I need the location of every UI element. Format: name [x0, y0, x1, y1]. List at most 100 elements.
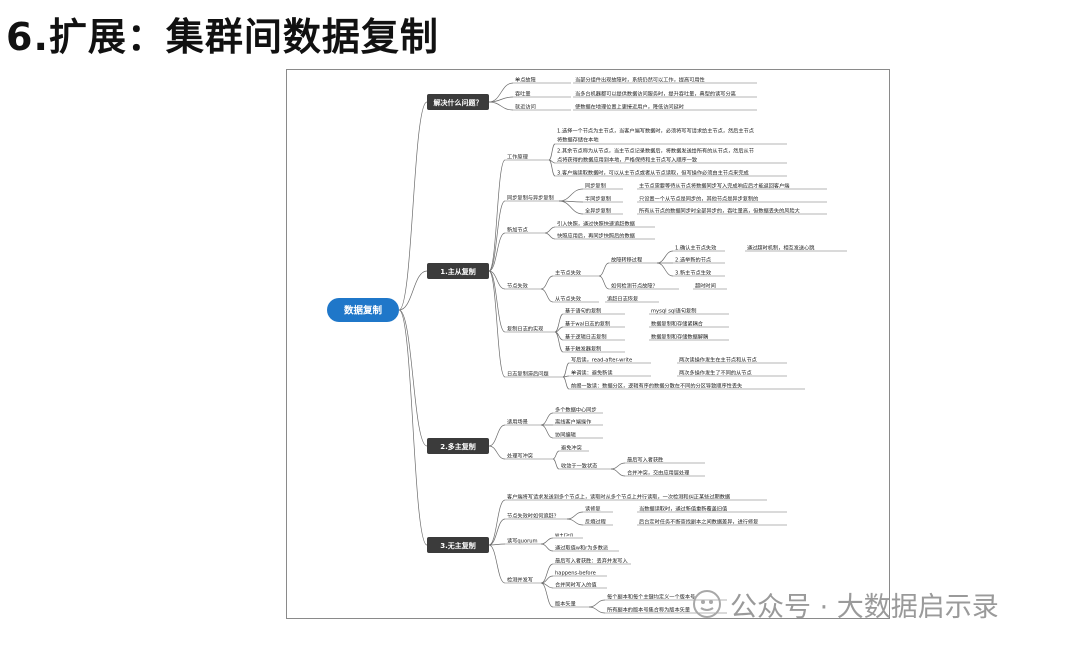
problem-label: 吞吐量 — [515, 90, 531, 98]
connector-line — [554, 313, 564, 333]
principle-text: 2.其余节点称为从节点，当主节点记录数据后，将数据发送给所有的从节点，然后从节 — [557, 147, 754, 155]
branch-node — [427, 537, 489, 553]
connector-line — [544, 232, 556, 240]
connector-line — [540, 582, 554, 589]
sync-mode-label: 同步复制 — [585, 182, 606, 190]
connector-line — [540, 288, 554, 303]
failure-type-label: 从节点失效 — [555, 295, 582, 303]
repair-detail: 当数据读取时，通过新值重新覆盖旧值 — [639, 505, 727, 513]
connector-line — [552, 458, 560, 470]
subtopic-label: 新加节点 — [507, 226, 528, 234]
connector-line — [540, 275, 554, 290]
lag-issue-label: 写后读，read-after-write — [571, 356, 632, 364]
connector-line — [540, 582, 554, 608]
connector-line — [488, 544, 506, 584]
scenario-label: 多个数据中心同步 — [555, 406, 597, 414]
connector-line — [548, 143, 556, 161]
connector-line — [540, 424, 554, 439]
failover-step: 1.确认主节点失效 — [675, 244, 717, 252]
connector-line — [488, 499, 506, 546]
connector-line — [488, 270, 506, 290]
scenario-label: 离线客户端操作 — [555, 418, 591, 426]
problem-label: 就近访问 — [515, 103, 536, 111]
mindmap-diagram: 数据复制解决什么问题？1.主从复制2.多主复制3.无主复制单点故障当部分组件出现… — [327, 76, 847, 614]
connector-line — [610, 462, 626, 470]
problem-detail: 当多台机器都可以提供数据访问服务时，提升吞吐量，典型的读写分离 — [575, 90, 736, 98]
watermark: 公众号 · 大数据启示录 — [692, 584, 999, 624]
branch-node — [427, 438, 489, 454]
subtopic-label: 检测并发写 — [507, 576, 533, 584]
problem-detail: 当部分组件出现故障时，系统仍然可以工作，提高可用性 — [575, 76, 705, 84]
repair-detail: 后台定时任务不断查找副本之间数据差异，进行修复 — [639, 518, 758, 526]
subtopic-label: 适用场景 — [507, 418, 528, 426]
quorum-label: w+r>n — [555, 533, 573, 539]
sync-mode-detail: 所有从节点的数据同步时全部异步的，吞吐量高，但数据丢失的风险大 — [639, 207, 800, 215]
connector-line — [548, 159, 556, 177]
connector-line — [598, 275, 610, 290]
branch-node — [427, 263, 489, 279]
conflict-label: 收敛于一致状态 — [561, 462, 597, 470]
connector-line — [558, 188, 584, 202]
subtopic-label: 复制日志的实现 — [507, 325, 543, 333]
connector-line — [656, 250, 674, 264]
lag-issue-label: 前缀一致读：数据分区，逻辑有序的数据分散在不同的分区导致顺序性丢失 — [571, 382, 743, 390]
converge-label: 最后写入者获胜 — [627, 456, 663, 464]
lag-issue-label: 单调读：避免新读 — [571, 369, 613, 377]
sync-mode-detail: 主节点需要等待从节点将数据同步写入完成响应后才能返回客户端 — [639, 182, 789, 190]
connector-line — [488, 200, 506, 272]
connector-line — [488, 82, 514, 103]
connector-line — [540, 537, 554, 545]
log-impl-label: 基于逻辑日志复制 — [565, 333, 607, 341]
failover-label: 故障转移过程 — [611, 256, 642, 264]
failover-step: 3.新主节点生效 — [675, 269, 712, 277]
branch-node-label: 解决什么问题？ — [434, 98, 483, 107]
subtopic-label: 节点失效时如何追赶？ — [507, 512, 559, 520]
sync-mode-label: 全异步复制 — [585, 207, 611, 215]
root-node-label: 数据复制 — [343, 305, 383, 317]
connector-line — [488, 232, 506, 272]
concurrent-write-label: happens-before — [555, 571, 596, 577]
wechat-icon — [693, 590, 721, 618]
connector-line — [588, 599, 606, 608]
failure-type-label: 主节点失效 — [555, 269, 582, 277]
branch-node — [427, 94, 489, 110]
page-title: 6.扩展：集群间数据复制 — [6, 15, 439, 59]
root-connector — [398, 309, 428, 447]
connector-line — [558, 200, 584, 215]
lag-issue-detail: 两次读操作发生在主节点和从节点 — [679, 356, 757, 364]
connector-line — [488, 518, 506, 546]
detect-failure-label: 如何检测节点故障？ — [611, 282, 658, 290]
log-impl-detail: 数据复制和存储数据解耦 — [651, 333, 708, 341]
root-connector — [398, 101, 428, 311]
new-node-step: 快照应用后，再同步快照后的数据 — [557, 232, 635, 240]
repair-label: 反熵过程 — [585, 518, 606, 526]
connector-line — [488, 101, 514, 111]
connector-line — [488, 543, 506, 546]
subtopic-label: 日志复制滞后问题 — [507, 370, 549, 378]
quorum-label: 通过取值w和r为多数派 — [555, 544, 609, 552]
scenario-label: 协同编辑 — [555, 431, 576, 439]
connector-line — [488, 159, 506, 272]
log-impl-detail: 数据复制和存储紧耦合 — [651, 320, 704, 328]
connector-line — [562, 362, 570, 378]
lag-issue-detail: 两次多操作发生了不同的从节点 — [679, 369, 752, 377]
sync-mode-label: 半同步复制 — [585, 195, 611, 203]
principle-text: 点将获得的数据应用到本地，严格保持和主节点写入顺序一致 — [557, 156, 698, 164]
principle-text: 3.客户端读取数据时，可以从主节点或者从节点读取，但写操作必须由主节点来完成 — [557, 169, 749, 177]
subtopic-label: 节点失效 — [507, 282, 529, 290]
branch-node-label: 3.无主复制 — [440, 541, 476, 550]
failover-step-detail: 通过超时机制，相互发送心跳 — [747, 244, 815, 252]
connector-line — [554, 331, 564, 353]
connector-line — [562, 376, 570, 390]
sync-mode-detail: 只设置一个从节点是同步的，其他节点是异步复制的 — [639, 195, 758, 203]
concurrent-write-label: 版本矢量 — [555, 600, 576, 608]
repair-label: 读修复 — [585, 505, 601, 513]
connector-line — [588, 606, 606, 614]
subtopic-label: 处理写冲突 — [507, 452, 533, 460]
leaderless-desc: 客户端将写请求发送到多个节点上，读取时从多个节点上并行读取，一次检测和纠正某些过… — [507, 493, 730, 501]
problem-label: 单点故障 — [515, 76, 536, 84]
subtopic-label: 工作原理 — [507, 153, 529, 161]
failover-step: 2.选举新的节点 — [675, 256, 711, 264]
concurrent-write-label: 合并同时写入的值 — [555, 581, 597, 589]
